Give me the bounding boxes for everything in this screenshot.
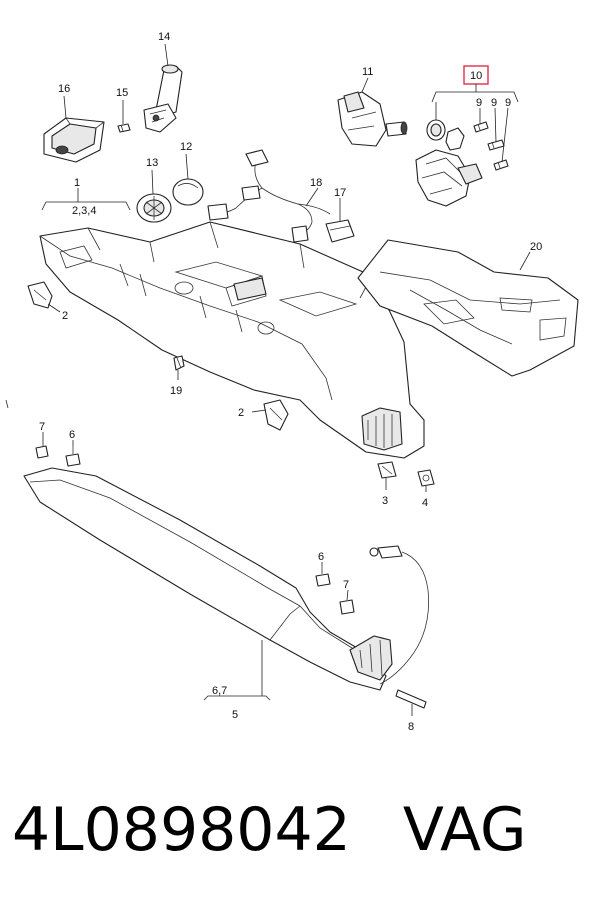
part-6-fastener-left (65, 446, 81, 467)
part-2-clip-left (27, 281, 53, 309)
label-6b: 6 (318, 551, 324, 563)
part-1-glove-box-housing (39, 221, 425, 459)
label-2a: 2 (62, 310, 68, 322)
label-20: 20 (530, 241, 542, 253)
part-19-screw (173, 355, 185, 371)
part-20-cover-panel (357, 239, 579, 377)
label-12: 12 (180, 141, 192, 153)
part-3-clip (377, 461, 397, 479)
part-5-glove-box-lid (23, 467, 393, 691)
part-14-lock-cylinder (143, 64, 183, 133)
label-15: 15 (116, 87, 128, 99)
part-18-wiring-harness (207, 149, 331, 243)
part-17-connector (325, 219, 355, 243)
label-11: 11 (362, 66, 373, 78)
lid-damper-cable (369, 545, 429, 685)
label-17: 17 (334, 187, 346, 199)
label-2b: 2 (238, 407, 244, 419)
part-number-caption: 4L0898042 VAG (12, 790, 592, 870)
part-4-nut (417, 469, 435, 487)
exploded-parts-diagram: 16 15 14 11 10 (5, 31, 579, 733)
part-10-lock-assembly (415, 119, 483, 207)
label-16: 16 (58, 83, 70, 95)
part-12-cap (172, 178, 204, 206)
part-13-bulb-holder (136, 193, 172, 223)
part-2-clip-right (263, 399, 289, 431)
label-1-sub: 2,3,4 (72, 205, 96, 217)
part-7-fastener-right (339, 599, 355, 615)
label-14: 14 (158, 31, 170, 43)
label-3: 3 (382, 495, 388, 507)
label-9c: 9 (505, 97, 511, 109)
label-13: 13 (146, 157, 158, 169)
part-9-screws (473, 121, 509, 171)
label-10: 10 (470, 70, 482, 82)
label-5-sub: 6,7 (212, 685, 227, 697)
part-8-pin (395, 689, 427, 709)
part-15-screw (117, 123, 131, 133)
part-6-fastener-right (315, 566, 331, 587)
brand-name: VAG (402, 795, 527, 865)
part-7-fastener-left (35, 445, 49, 459)
part-16-switch (43, 117, 105, 163)
label-5: 5 (232, 709, 238, 721)
label-4: 4 (422, 497, 428, 509)
label-6a: 6 (69, 429, 75, 441)
label-1: 1 (74, 177, 80, 189)
label-8: 8 (408, 721, 414, 733)
part-number: 4L0898042 (12, 795, 351, 865)
label-7b: 7 (343, 579, 349, 591)
label-18: 18 (310, 177, 322, 189)
part-11-latch (337, 91, 408, 147)
label-7a: 7 (39, 421, 45, 433)
label-9a: 9 (476, 97, 482, 109)
label-19: 19 (170, 385, 182, 397)
label-9b: 9 (491, 97, 497, 109)
